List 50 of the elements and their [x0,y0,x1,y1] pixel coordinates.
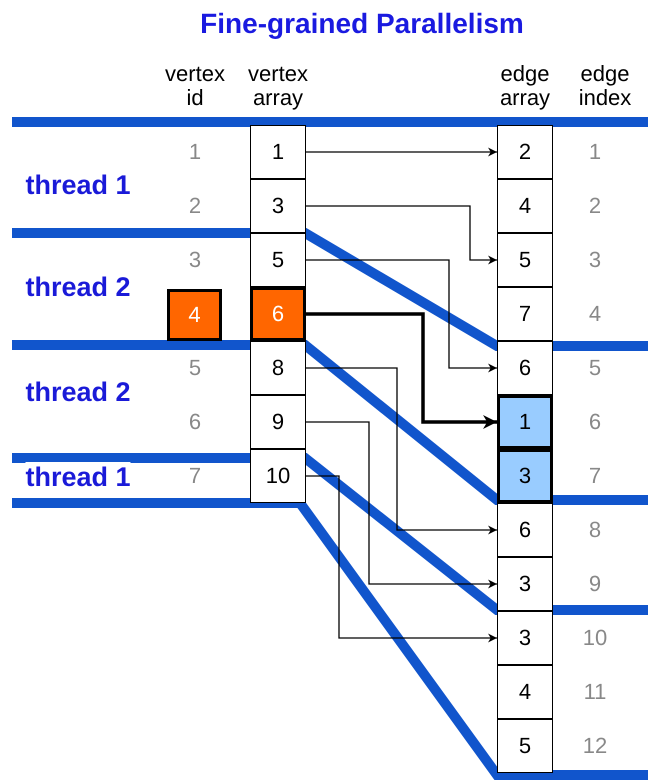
arrow [306,259,497,372]
index-number: 5 [588,356,602,380]
array-cell: 4 [497,179,553,233]
index-number: 9 [588,572,602,596]
index-number: 3 [588,248,602,272]
column-header: vertex id [165,62,225,110]
array-cell: 1 [250,125,306,179]
index-number: 3 [188,248,202,272]
highlighted-cell: 4 [167,289,222,341]
index-number: 6 [188,410,202,434]
array-cell: 3 [497,557,553,611]
index-number: 8 [588,518,602,542]
index-number: 10 [582,626,608,650]
index-number: 1 [188,140,202,164]
index-number: 7 [188,464,202,488]
arrow [306,421,497,588]
arrow [306,312,497,429]
array-cell: 5 [497,719,553,773]
index-number: 4 [588,302,602,326]
array-cell: 8 [250,341,306,395]
array-cell: 2 [497,125,553,179]
array-cell: 3 [497,611,553,665]
index-number: 11 [584,680,606,704]
arrow [306,205,497,264]
highlighted-cell: 1 [497,395,553,449]
index-number: 6 [588,410,602,434]
array-cell: 7 [497,287,553,341]
array-cell: 6 [497,503,553,557]
index-number: 1 [588,140,602,164]
column-header: edge index [578,62,632,110]
index-number: 7 [588,464,602,488]
column-header: edge array [498,62,552,110]
index-number: 12 [582,734,608,758]
array-cell: 5 [250,233,306,287]
arrow [306,148,497,156]
highlighted-cell: 3 [497,449,553,503]
arrow [306,367,497,534]
array-cell: 9 [250,395,306,449]
array-cell: 4 [497,665,553,719]
array-cell: 6 [497,341,553,395]
array-cell: 3 [250,179,306,233]
highlighted-cell: 6 [250,287,306,341]
diagram-title: Fine-grained Parallelism [200,8,524,40]
index-number: 5 [188,356,202,380]
arrow [306,475,497,642]
index-number: 2 [188,194,202,218]
column-header: vertex array [248,62,308,110]
array-cell: 5 [497,233,553,287]
index-number: 2 [588,194,602,218]
array-cell: 10 [250,449,306,503]
